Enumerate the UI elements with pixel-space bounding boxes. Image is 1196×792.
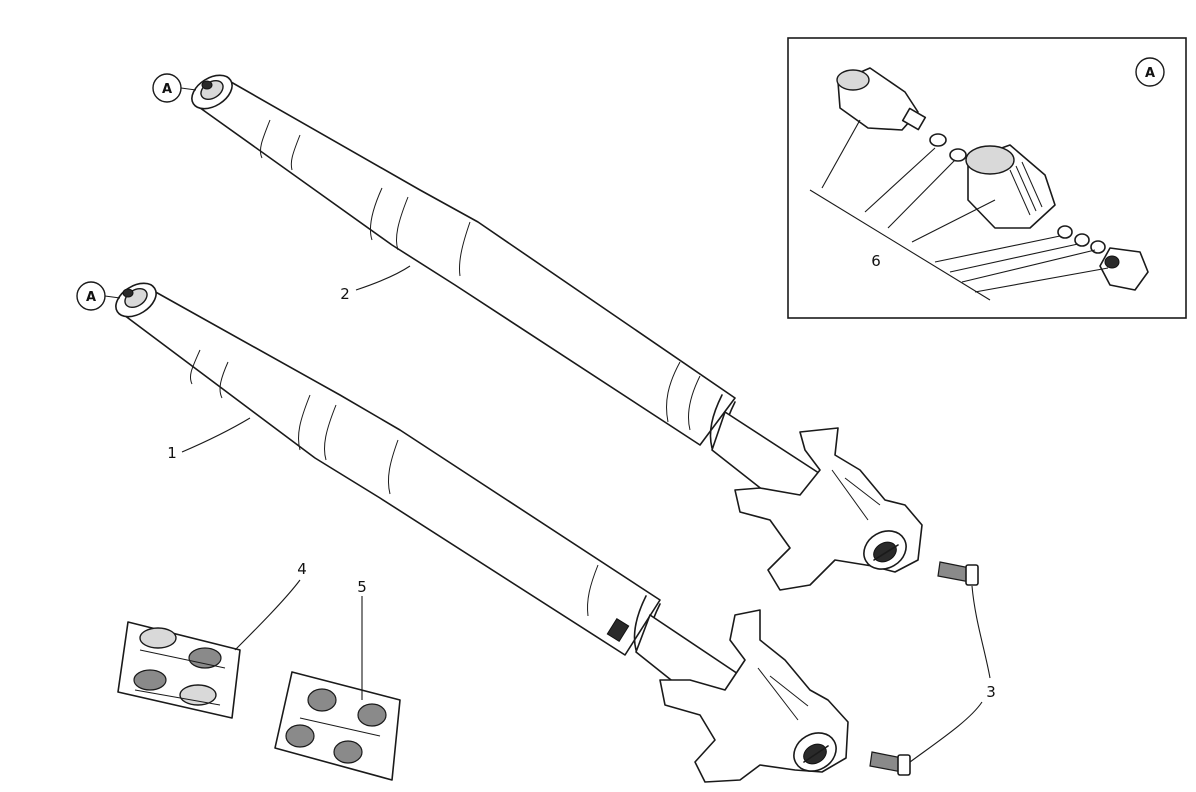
label-1-group: 1: [167, 417, 251, 462]
callout-a-leg-1: A: [76, 281, 121, 311]
fork-foot-2: [734, 427, 923, 591]
detail-callout-circle: [1135, 57, 1165, 87]
label-part-2: 2: [340, 285, 350, 303]
callout-a-leg-1-letter: A: [86, 290, 96, 305]
fork-foot-1: [659, 609, 849, 783]
spring-kit-4: [117, 621, 241, 719]
label-4-group: 4: [234, 560, 307, 651]
label-part-6: 6: [871, 252, 881, 270]
label-part-1: 1: [167, 444, 177, 462]
detail-callout-letter: A: [1145, 66, 1155, 81]
label-part-3: 3: [986, 683, 996, 701]
label-3-group: 3: [909, 585, 996, 763]
bolt-upper: [937, 561, 979, 586]
callout-a-leg-2: A: [152, 73, 197, 103]
label-part-4: 4: [297, 560, 307, 578]
bolt-lower: [869, 751, 911, 776]
label-6-group: 6: [871, 252, 881, 270]
label-5-group: 5: [357, 578, 367, 700]
fork-leg-2: [191, 74, 846, 536]
label-2-group: 2: [340, 265, 411, 303]
label-part-5: 5: [357, 578, 367, 596]
callout-a-leg-2-letter: A: [162, 82, 172, 97]
detail-box-a: A: [787, 37, 1187, 319]
spring-kit-5: [274, 671, 401, 781]
